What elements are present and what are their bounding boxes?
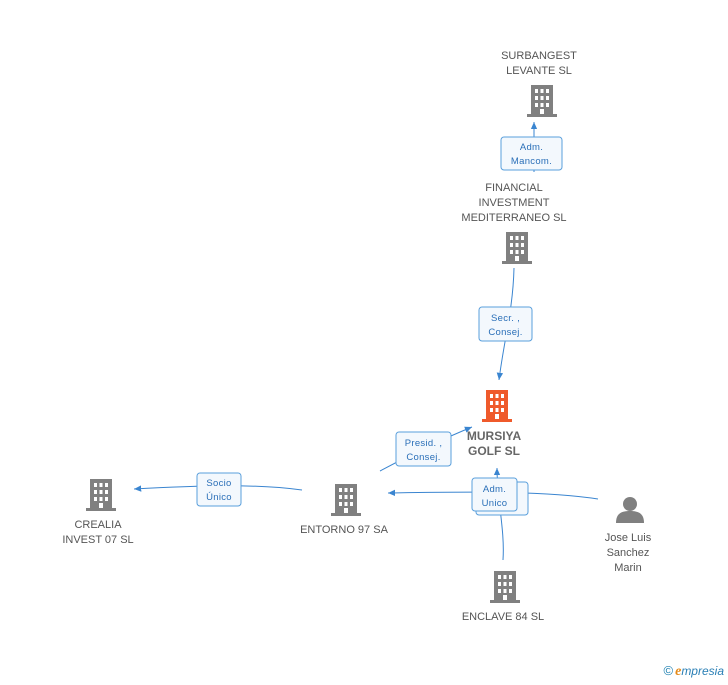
node-label-line: Marin <box>614 562 642 574</box>
node-label-line: MURSIYA <box>467 429 522 443</box>
building-icon <box>527 85 557 117</box>
node-label-line: ENCLAVE 84 SL <box>462 611 544 623</box>
edge-label-line: Adm. <box>483 484 506 495</box>
edge-label-adm-unico: Adm. Unico <box>471 477 529 516</box>
node-label-line: FINANCIAL <box>485 182 542 194</box>
building-icon <box>86 479 116 511</box>
node-label-line: INVEST 07 SL <box>62 534 133 546</box>
edge-label-secr-consej: Secr. , Consej. <box>478 306 533 342</box>
empresia-watermark: ©empresia <box>664 663 725 680</box>
edge-label-line: Presid. , <box>405 438 443 449</box>
node-enclave[interactable]: ENCLAVE 84 SL <box>462 571 544 623</box>
edge-label-line: Consej. <box>488 327 522 338</box>
logo-letter: e <box>675 664 682 679</box>
copyright-icon: © <box>663 663 674 678</box>
node-financial[interactable]: FINANCIAL INVESTMENT MEDITERRANEO SL <box>461 182 567 264</box>
node-label-line: ENTORNO 97 SA <box>300 524 388 536</box>
building-icon <box>331 484 361 516</box>
edge-label-line: Consej. <box>406 452 440 463</box>
node-entorno[interactable]: ENTORNO 97 SA <box>300 484 389 536</box>
node-mursiya[interactable]: MURSIYA GOLF SL <box>467 390 522 458</box>
node-jose[interactable]: Jose Luis Sanchez Marin <box>605 497 652 574</box>
node-crealia[interactable]: CREALIA INVEST 07 SL <box>62 479 134 546</box>
edge-label-line: Unico <box>482 498 508 509</box>
node-label-line: CREALIA <box>74 519 122 531</box>
logo-text: mpresia <box>681 664 724 678</box>
edge-label-adm-mancom: Adm. Mancom. <box>500 136 563 171</box>
node-label-line: GOLF SL <box>468 444 520 458</box>
building-icon <box>502 232 532 264</box>
node-label-line: INVESTMENT <box>479 197 550 209</box>
node-label-line: MEDITERRANEO SL <box>461 212 566 224</box>
edge-label-presid-consej: Presid. , Consej. <box>395 431 452 467</box>
node-label-line: Jose Luis <box>605 532 652 544</box>
node-label-line: SURBANGEST <box>501 50 577 62</box>
node-label-line: Sanchez <box>607 547 650 559</box>
edge-label-line: Único <box>206 492 232 503</box>
building-icon <box>482 390 512 422</box>
edge-label-line: Mancom. <box>511 156 552 167</box>
edge-label-line: Socio <box>206 478 231 489</box>
person-icon <box>616 497 644 523</box>
edge-label-line: Adm. <box>520 142 543 153</box>
node-surbangest[interactable]: SURBANGEST LEVANTE SL <box>501 50 577 117</box>
edge-label-line: Secr. , <box>491 313 520 324</box>
edge-label-socio-unico: Socio Único <box>196 472 242 507</box>
node-label-line: LEVANTE SL <box>506 65 572 77</box>
building-icon <box>490 571 520 603</box>
